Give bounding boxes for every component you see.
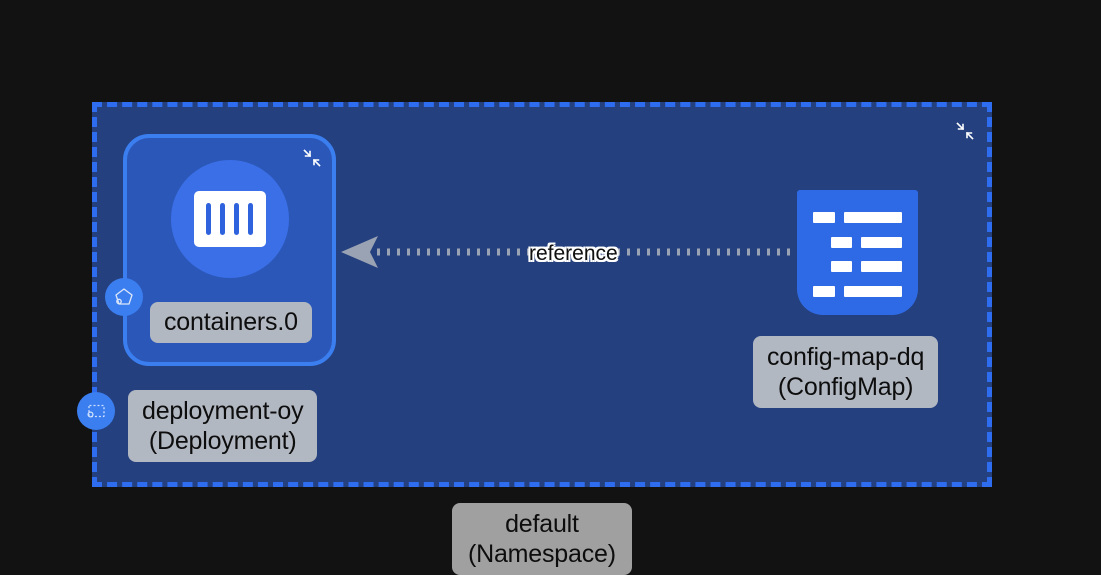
configmap-row — [813, 261, 902, 273]
configmap-value-bar — [860, 236, 902, 248]
configmap-key-bar — [813, 212, 836, 223]
container-bar — [220, 203, 225, 235]
reference-edge-label: reference — [529, 242, 618, 265]
container-bars-glyph — [193, 191, 266, 247]
containers-node-label[interactable]: containers.0 — [150, 302, 312, 343]
configmap-value-bar — [860, 261, 902, 273]
configmap-key-bar — [831, 236, 852, 248]
container-bar — [234, 203, 239, 235]
deployment-dashed-box-icon — [87, 404, 105, 418]
container-icon — [170, 160, 289, 278]
container-bar — [248, 203, 253, 235]
containers-kind-badge[interactable] — [105, 278, 143, 316]
configmap-key-bar — [813, 285, 836, 297]
collapse-icon-namespace[interactable] — [955, 121, 975, 141]
configmap-row — [813, 285, 902, 297]
deployment-kind-badge[interactable] — [77, 392, 115, 430]
configmap-row — [813, 236, 902, 248]
configmap-value-bar — [844, 285, 902, 297]
configmap-key-bar — [831, 261, 852, 273]
namespace-node-label[interactable]: default (Namespace) — [452, 503, 632, 575]
deployment-node-label[interactable]: deployment-oy (Deployment) — [128, 390, 318, 462]
configmap-icon[interactable] — [797, 190, 918, 315]
configmap-row — [813, 212, 902, 223]
configmap-node-label[interactable]: config-map-dq (ConfigMap) — [753, 336, 939, 408]
container-bar — [206, 203, 211, 235]
collapse-icon-deployment[interactable] — [302, 148, 322, 168]
configmap-value-bar — [844, 212, 902, 223]
pentagon-container-icon — [115, 288, 133, 305]
